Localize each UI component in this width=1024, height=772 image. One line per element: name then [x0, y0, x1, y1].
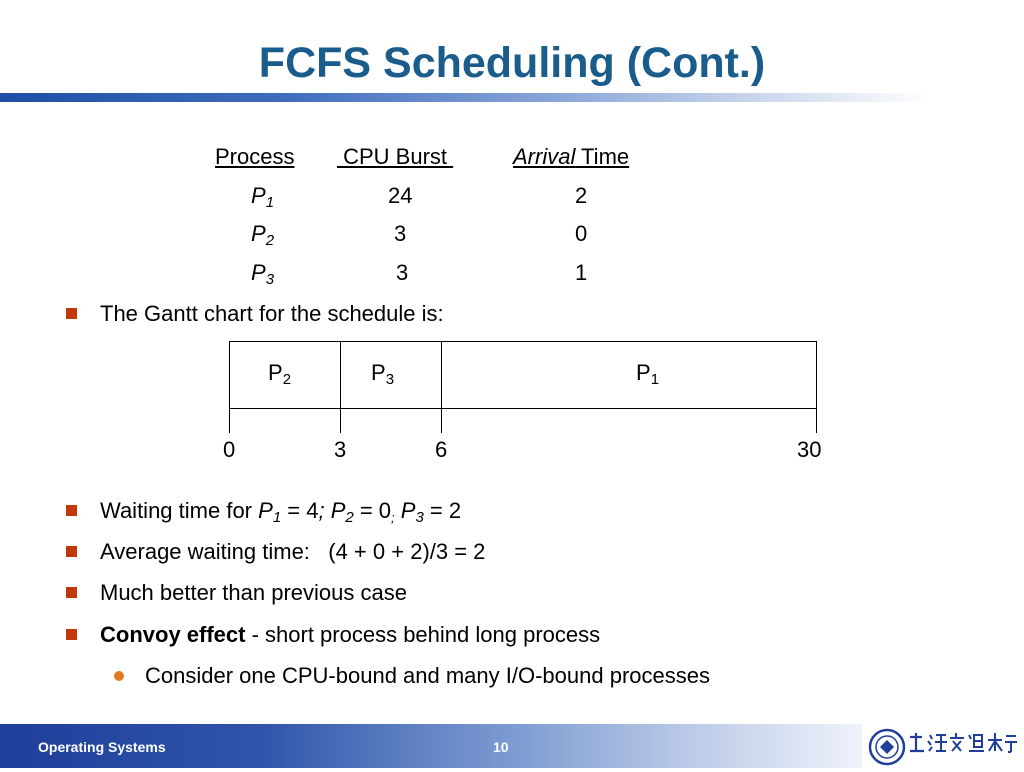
row-cpu-burst: 24 [388, 183, 413, 208]
row-arrival-time: 1 [575, 260, 588, 285]
row-process-name: P3 [251, 260, 275, 288]
footer-course-label: Operating Systems [38, 739, 166, 755]
row-process-name: P2 [251, 221, 275, 249]
gantt-time-label: 6 [435, 437, 448, 462]
gantt-tick [816, 409, 817, 433]
gantt-tick [340, 409, 341, 433]
header-arrival-italic: Arrival [513, 144, 576, 169]
university-logo [868, 727, 1018, 767]
gantt-divider [441, 341, 442, 409]
header-process: Process [215, 144, 295, 169]
row-arrival-time: 2 [575, 183, 588, 208]
gantt-tick [441, 409, 442, 433]
square-bullet-icon [66, 505, 77, 516]
footer-bar [0, 724, 862, 768]
square-bullet-icon [66, 587, 77, 598]
gantt-segment-label: P3 [371, 360, 395, 388]
slide-title: FCFS Scheduling (Cont.) [258, 39, 766, 87]
gantt-tick [229, 409, 230, 433]
gantt-time-label: 3 [334, 437, 347, 462]
square-bullet-icon [66, 629, 77, 640]
gantt-divider [340, 341, 341, 409]
page-number: 10 [493, 739, 509, 755]
gantt-segment-label: P1 [636, 360, 660, 388]
bullet-average-waiting: Average waiting time: (4 + 0 + 2)/3 = 2 [100, 539, 486, 564]
title-underline-bar [0, 93, 930, 102]
header-cpu-burst: CPU Burst [337, 144, 454, 169]
gantt-time-label: 0 [223, 437, 236, 462]
square-bullet-icon [66, 546, 77, 557]
square-bullet-icon [66, 308, 77, 319]
header-arrival-rest: Time [575, 144, 630, 169]
bullet-much-better: Much better than previous case [100, 580, 407, 605]
row-arrival-time: 0 [575, 221, 588, 246]
gantt-time-label: 30 [797, 437, 822, 462]
header-arrival-time: Arrival Time [513, 144, 629, 170]
gantt-segment-label: P2 [268, 360, 292, 388]
university-seal-icon [868, 728, 1017, 766]
bullet-convoy-effect: Convoy effect - short process behind lon… [100, 622, 601, 647]
row-cpu-burst: 3 [394, 221, 407, 246]
gantt-chart [229, 341, 817, 409]
bullet-waiting-time: Waiting time for P1 = 4; P2 = 0; P3 = 2 [100, 498, 462, 526]
row-process-name: P1 [251, 183, 275, 211]
sub-bullet-consider: Consider one CPU-bound and many I/O-boun… [145, 663, 710, 688]
bullet-gantt-intro: The Gantt chart for the schedule is: [100, 301, 444, 326]
round-bullet-icon [114, 671, 124, 681]
row-cpu-burst: 3 [396, 260, 409, 285]
